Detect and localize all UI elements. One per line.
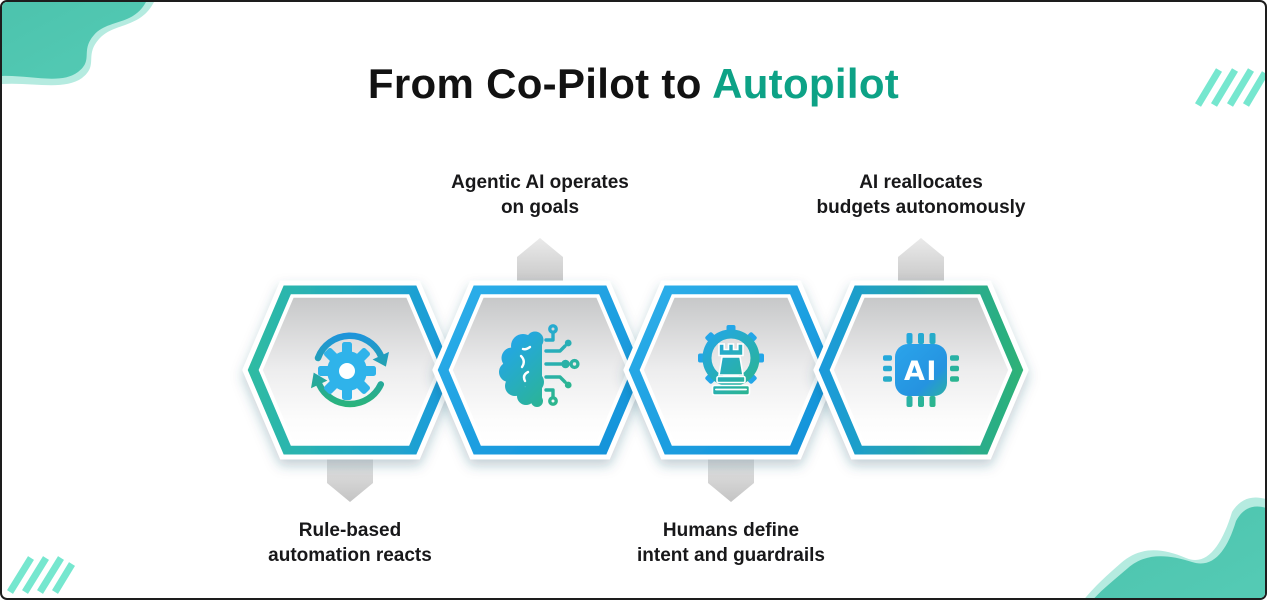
connector-arrow-up-step-2 [517,238,563,288]
step-label-line: on goals [500,196,580,218]
chip-body [895,344,947,396]
brain-folds [519,345,532,383]
corner-slashes-bottom-left [7,556,75,594]
connector-arrow-down-step-1 [327,452,373,502]
ai-brain-icon [499,324,580,407]
hexagon-step-3 [623,280,839,460]
page-title: From Co-Pilot to Autopilot [2,60,1265,108]
strategy-chess-gear-icon [698,325,764,396]
chip-pins [883,333,959,407]
step-label-line: AI reallocates [859,172,983,193]
brain-half-glyph [499,331,544,407]
corner-slashes-top-right [1194,68,1265,107]
connector-arrow-down-step-3 [708,452,754,502]
step-label-rule-based: Rule-based automation reacts [200,519,500,568]
step-label-line: Rule-based [298,520,402,541]
title-prefix: From Co-Pilot to [367,60,702,107]
circuit-traces [544,324,580,406]
step-label-line: Humans define [662,520,800,541]
corner-blob-top-left [2,2,154,86]
step-label-line: intent and guardrails [637,544,825,566]
sync-gear-icon [311,332,389,408]
step-label-humans-define: Humans define intent and guardrails [581,519,881,568]
gear-glyph [318,342,376,400]
step-label-line: automation reacts [268,544,432,566]
step-label-ai-reallocates: AI reallocates budgets autonomously [771,171,1071,220]
ai-chip-icon: AI [883,333,959,407]
connector-arrow-up-step-4 [898,238,944,288]
rook-base-slit [715,388,747,391]
title-highlight: Autopilot [712,60,900,107]
corner-blob-bottom-right [1085,497,1265,598]
step-label-line: budgets autonomously [816,196,1026,218]
step-label-agentic-ai: Agentic AI operates on goals [390,171,690,220]
step-label-line: Agentic AI operates [451,172,629,193]
chip-label: AI [904,356,938,387]
